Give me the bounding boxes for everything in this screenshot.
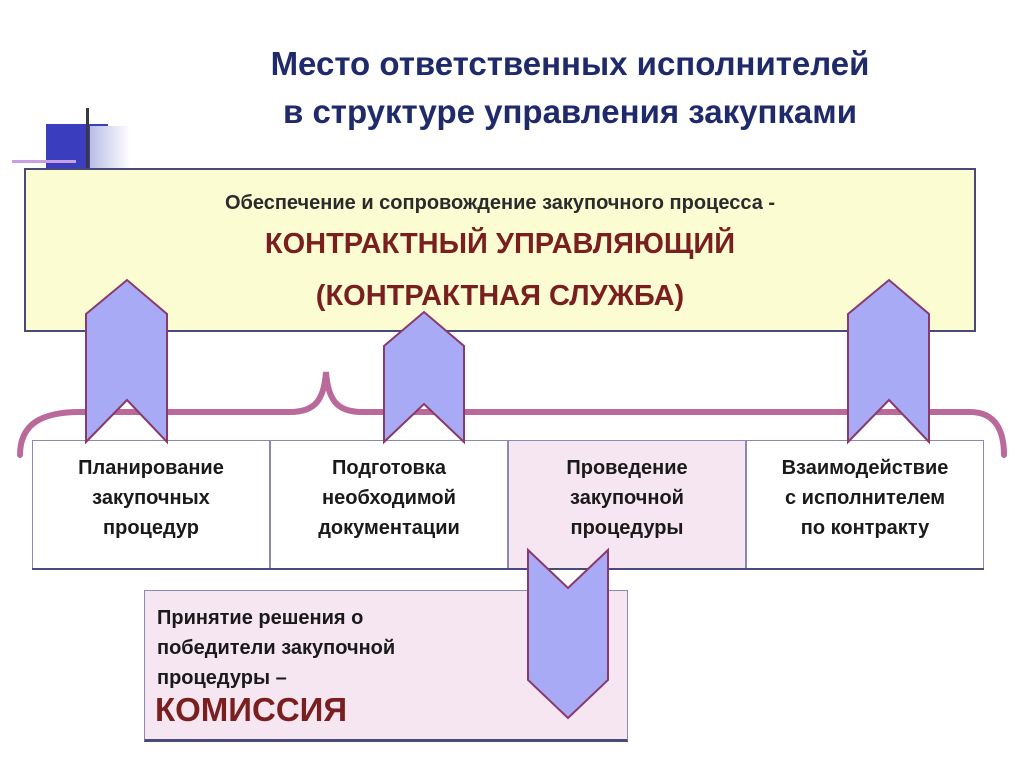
up-arrow-1 (85, 278, 168, 445)
stage-interaction-line-1: Взаимодействие (781, 457, 949, 479)
grouping-brace (17, 371, 1007, 458)
title-line-2: в структуре управления закупками (282, 93, 857, 130)
stage-interaction-line-3: по контракту (800, 517, 930, 539)
decorative-horizontal-line (12, 160, 76, 163)
top-box-main: КОНТРАКТНЫЙ УПРАВЛЯЮЩИЙ (КОНТРАКТНАЯ СЛУ… (26, 222, 974, 318)
stage-conducting-line-2: закупочной (570, 487, 684, 509)
stage-conducting-line-1: Проведение (566, 457, 688, 479)
down-arrow (527, 547, 609, 720)
up-arrow-3 (847, 278, 930, 445)
top-box-main-line-1: КОНТРАКТНЫЙ УПРАВЛЯЮЩИЙ (264, 228, 736, 260)
commission-line-2: победители закупочной (157, 637, 396, 659)
stage-documentation: Подготовка необходимой документации (270, 440, 508, 568)
stage-planning-line-2: закупочных (92, 487, 210, 509)
top-box-subtitle: Обеспечение и сопровождение закупочного … (224, 192, 776, 214)
slide-title: Место ответственных исполнителей в струк… (140, 40, 1000, 136)
stage-planning: Планирование закупочных процедур (32, 440, 270, 568)
top-box-main-line-2: (КОНТРАКТНАЯ СЛУЖБА) (315, 280, 685, 312)
stage-planning-line-3: процедур (103, 517, 199, 539)
stage-interaction: Взаимодействие с исполнителем по контрак… (746, 440, 984, 568)
stage-interaction-line-2: с исполнителем (785, 487, 945, 509)
decorative-vertical-line (86, 108, 89, 174)
up-arrow-2 (383, 310, 465, 445)
stage-documentation-line-3: документации (318, 517, 460, 539)
commission-label: КОМИССИЯ (155, 691, 348, 728)
procurement-stages: Планирование закупочных процедур Подгото… (32, 440, 984, 570)
commission-line-1: Принятие решения о (157, 607, 364, 629)
stage-documentation-line-1: Подготовка (332, 457, 446, 479)
contract-manager-box: Обеспечение и сопровождение закупочного … (24, 168, 976, 332)
commission-line-3: процедуры – (157, 667, 287, 689)
commission-description: Принятие решения о победители закупочной… (157, 603, 395, 693)
stage-conducting-line-3: процедуры (570, 517, 684, 539)
stage-conducting: Проведение закупочной процедуры (508, 440, 746, 568)
stage-planning-line-1: Планирование (78, 457, 224, 479)
title-line-1: Место ответственных исполнителей (270, 45, 870, 82)
stage-documentation-line-2: необходимой (322, 487, 456, 509)
